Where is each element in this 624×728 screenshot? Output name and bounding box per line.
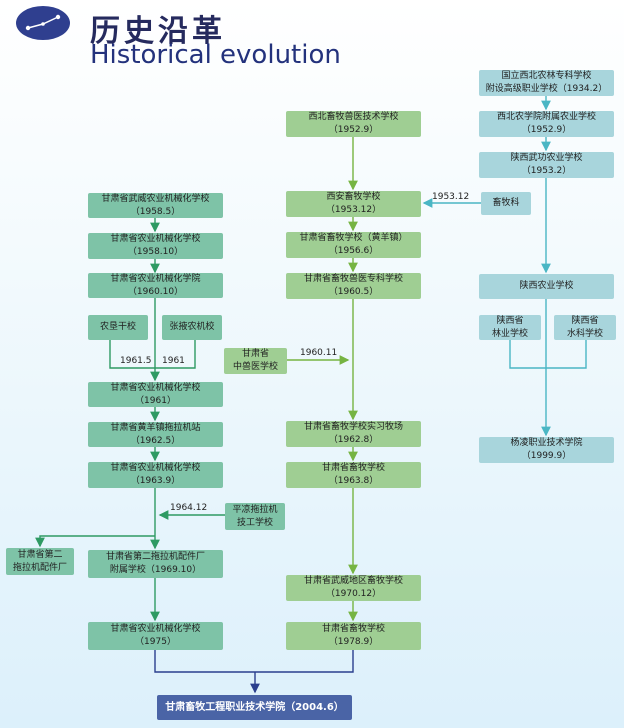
node-line1: 西北农学院附属农业学校 bbox=[496, 112, 596, 122]
node-gansu-animal-husbandry-school-1963: 甘肃省畜牧学校 （1963.8） bbox=[286, 462, 421, 488]
node-line1: 国立西北农林专科学校 bbox=[501, 71, 592, 81]
node-line2: （1960.10） bbox=[127, 286, 184, 297]
node-yangling-vocational-technical-college: 杨凌职业技术学院 （1999.9） bbox=[479, 437, 614, 463]
node-tractor-parts-factory-affiliated-school: 甘肃省第二拖拉机配件厂 附属学校（1969.10） bbox=[88, 550, 223, 578]
node-line1: 甘肃省农业机械化学院 bbox=[110, 273, 201, 284]
node-line1: 甘肃省武威农业机械化学校 bbox=[101, 193, 210, 204]
node-line2: （1952.9） bbox=[521, 125, 572, 135]
node-line1: 甘肃省农业机械化学校 bbox=[110, 382, 201, 393]
node-line1: 陕西省 bbox=[496, 315, 524, 326]
node-pingliang-tractor-technical-school: 平凉拖拉机 技工学校 bbox=[225, 503, 285, 530]
node-animal-husbandry-department: 畜牧科 bbox=[481, 192, 531, 215]
node-line1: 甘肃省 bbox=[241, 349, 269, 359]
node-gansu-animal-vet-junior-college: 甘肃省畜牧兽医专科学校 （1960.5） bbox=[286, 273, 421, 299]
node-huangyangzhen-tractor-station: 甘肃省黄羊镇拖拉机站 （1962.5） bbox=[88, 422, 223, 447]
node-line2: （1963.8） bbox=[328, 476, 379, 486]
node-line2: （1958.10） bbox=[127, 247, 184, 257]
node-line1: 甘肃省武威地区畜牧学校 bbox=[303, 576, 403, 586]
edge-label-1960-11: 1960.11 bbox=[300, 348, 338, 358]
node-line2: （1953.12） bbox=[325, 205, 382, 215]
node-line1: 农垦干校 bbox=[99, 322, 136, 332]
edge-label-1961-5: 1961.5 bbox=[120, 356, 152, 366]
page-title-chinese: 历史沿革 bbox=[90, 14, 226, 49]
node-northwest-animal-vet-technical-school: 西北畜牧兽医技术学校 （1952.9） bbox=[286, 111, 421, 137]
node-line1: 甘肃省第二拖拉机配件厂 bbox=[105, 552, 205, 562]
node-shaanxi-water-science-school: 陕西省 水科学校 bbox=[554, 315, 616, 340]
node-line1: 甘肃省黄羊镇拖拉机站 bbox=[110, 422, 201, 433]
node-line1: 甘肃省畜牧学校 bbox=[321, 624, 385, 634]
node-gansu-chinese-vet-school: 甘肃省 中兽医学校 bbox=[224, 348, 287, 374]
node-line2: 附设高级职业学校（1934.2） bbox=[485, 84, 608, 94]
node-gansu-agri-mech-school-1975: 甘肃省农业机械化学校 （1975） bbox=[88, 622, 223, 650]
page-title-english: Historical evolution bbox=[90, 40, 341, 70]
node-line1: 陕西省 bbox=[571, 315, 599, 326]
node-nongken-cadre-school: 农垦干校 bbox=[88, 315, 148, 340]
node-zhangye-agri-machinery-school: 张掖农机校 bbox=[162, 315, 222, 340]
node-gansu-agri-mech-school-1958-10: 甘肃省农业机械化学校 （1958.10） bbox=[88, 233, 223, 259]
node-line2: 林业学校 bbox=[491, 328, 528, 339]
node-line1: 张掖农机校 bbox=[169, 322, 215, 332]
node-line1: 陕西武功农业学校 bbox=[510, 153, 583, 163]
node-line1: 甘肃省畜牧学校实习牧场 bbox=[303, 422, 403, 432]
node-shaanxi-wugong-agri-school: 陕西武功农业学校 （1953.2） bbox=[479, 152, 614, 178]
node-shaanxi-agri-school: 陕西农业学校 bbox=[479, 274, 614, 299]
node-shaanxi-forestry-school: 陕西省 林业学校 bbox=[479, 315, 541, 340]
node-line2: 拖拉机配件厂 bbox=[12, 562, 67, 573]
node-line1: 平凉拖拉机 bbox=[232, 504, 278, 515]
node-line1: 甘肃畜牧工程职业技术学院（2004.6） bbox=[165, 702, 344, 713]
edge-label-1961: 1961 bbox=[162, 356, 185, 366]
node-line1: 西北畜牧兽医技术学校 bbox=[308, 112, 399, 122]
edge-label-1953-12: 1953.12 bbox=[432, 192, 470, 202]
node-line2: 技工学校 bbox=[236, 517, 273, 528]
node-line1: 甘肃省农业机械化学校 bbox=[110, 463, 201, 473]
node-line2: 水科学校 bbox=[566, 328, 603, 339]
node-line2: （1952.9） bbox=[328, 125, 379, 135]
node-line2: （1963.9） bbox=[130, 476, 181, 486]
node-line1: 甘肃省畜牧学校 bbox=[321, 463, 385, 473]
node-gansu-agri-mech-school-1963: 甘肃省农业机械化学校 （1963.9） bbox=[88, 462, 223, 488]
node-line2: 中兽医学校 bbox=[232, 362, 278, 372]
node-gansu-animal-husbandry-school-huangyang: 甘肃省畜牧学校（黄羊镇） （1956.6） bbox=[286, 232, 421, 258]
node-line2: （1970.12） bbox=[325, 589, 382, 599]
node-gansu-animal-husbandry-school-1978: 甘肃省畜牧学校 （1978.9） bbox=[286, 622, 421, 650]
node-line1: 杨凌职业技术学院 bbox=[510, 438, 583, 448]
logo-icon bbox=[16, 6, 70, 40]
node-gansu-wuwei-agri-mech-school-1958: 甘肃省武威农业机械化学校 （1958.5） bbox=[88, 193, 223, 218]
node-gansu-animal-engineering-vocational-college: 甘肃畜牧工程职业技术学院（2004.6） bbox=[157, 695, 352, 720]
node-line1: 甘肃省畜牧学校（黄羊镇） bbox=[299, 233, 408, 243]
node-animal-husbandry-school-practice-ranch: 甘肃省畜牧学校实习牧场 （1962.8） bbox=[286, 421, 421, 447]
node-line1: 甘肃省第二 bbox=[17, 549, 63, 560]
node-line2: （1978.9） bbox=[328, 637, 379, 647]
node-wuwei-district-animal-husbandry-school: 甘肃省武威地区畜牧学校 （1970.12） bbox=[286, 575, 421, 601]
node-line2: （1999.9） bbox=[521, 451, 572, 461]
node-line1: 甘肃省农业机械化学校 bbox=[110, 234, 201, 244]
node-line1: 甘肃省畜牧兽医专科学校 bbox=[303, 274, 403, 284]
node-line2: （1975） bbox=[135, 637, 176, 647]
node-line2: （1956.6） bbox=[328, 246, 379, 256]
node-xian-animal-husbandry-school: 西安畜牧学校 （1953.12） bbox=[286, 191, 421, 217]
node-line1: 西安畜牧学校 bbox=[326, 192, 381, 202]
node-line2: （1961） bbox=[135, 395, 176, 406]
node-gansu-agri-mech-school-1961: 甘肃省农业机械化学校 （1961） bbox=[88, 382, 223, 407]
edge-label-1964-12: 1964.12 bbox=[170, 503, 208, 513]
node-line1: 畜牧科 bbox=[492, 198, 520, 208]
node-line2: （1962.5） bbox=[130, 435, 181, 446]
node-gansu-agri-mech-college-1960: 甘肃省农业机械化学院 （1960.10） bbox=[88, 273, 223, 298]
node-line2: （1960.5） bbox=[328, 287, 379, 297]
node-line2: 附属学校（1969.10） bbox=[109, 565, 202, 575]
node-line2: （1953.2） bbox=[521, 166, 572, 176]
node-line2: （1958.5） bbox=[130, 206, 181, 217]
node-line1: 陕西农业学校 bbox=[519, 281, 574, 291]
node-gansu-second-tractor-parts-factory: 甘肃省第二 拖拉机配件厂 bbox=[6, 548, 74, 575]
node-line2: （1962.8） bbox=[328, 435, 379, 445]
node-national-northwest-agri-forestry-vocational-school: 国立西北农林专科学校 附设高级职业学校（1934.2） bbox=[479, 70, 614, 96]
node-northwest-agri-college-affiliated-school: 西北农学院附属农业学校 （1952.9） bbox=[479, 111, 614, 137]
node-line1: 甘肃省农业机械化学校 bbox=[110, 624, 201, 634]
